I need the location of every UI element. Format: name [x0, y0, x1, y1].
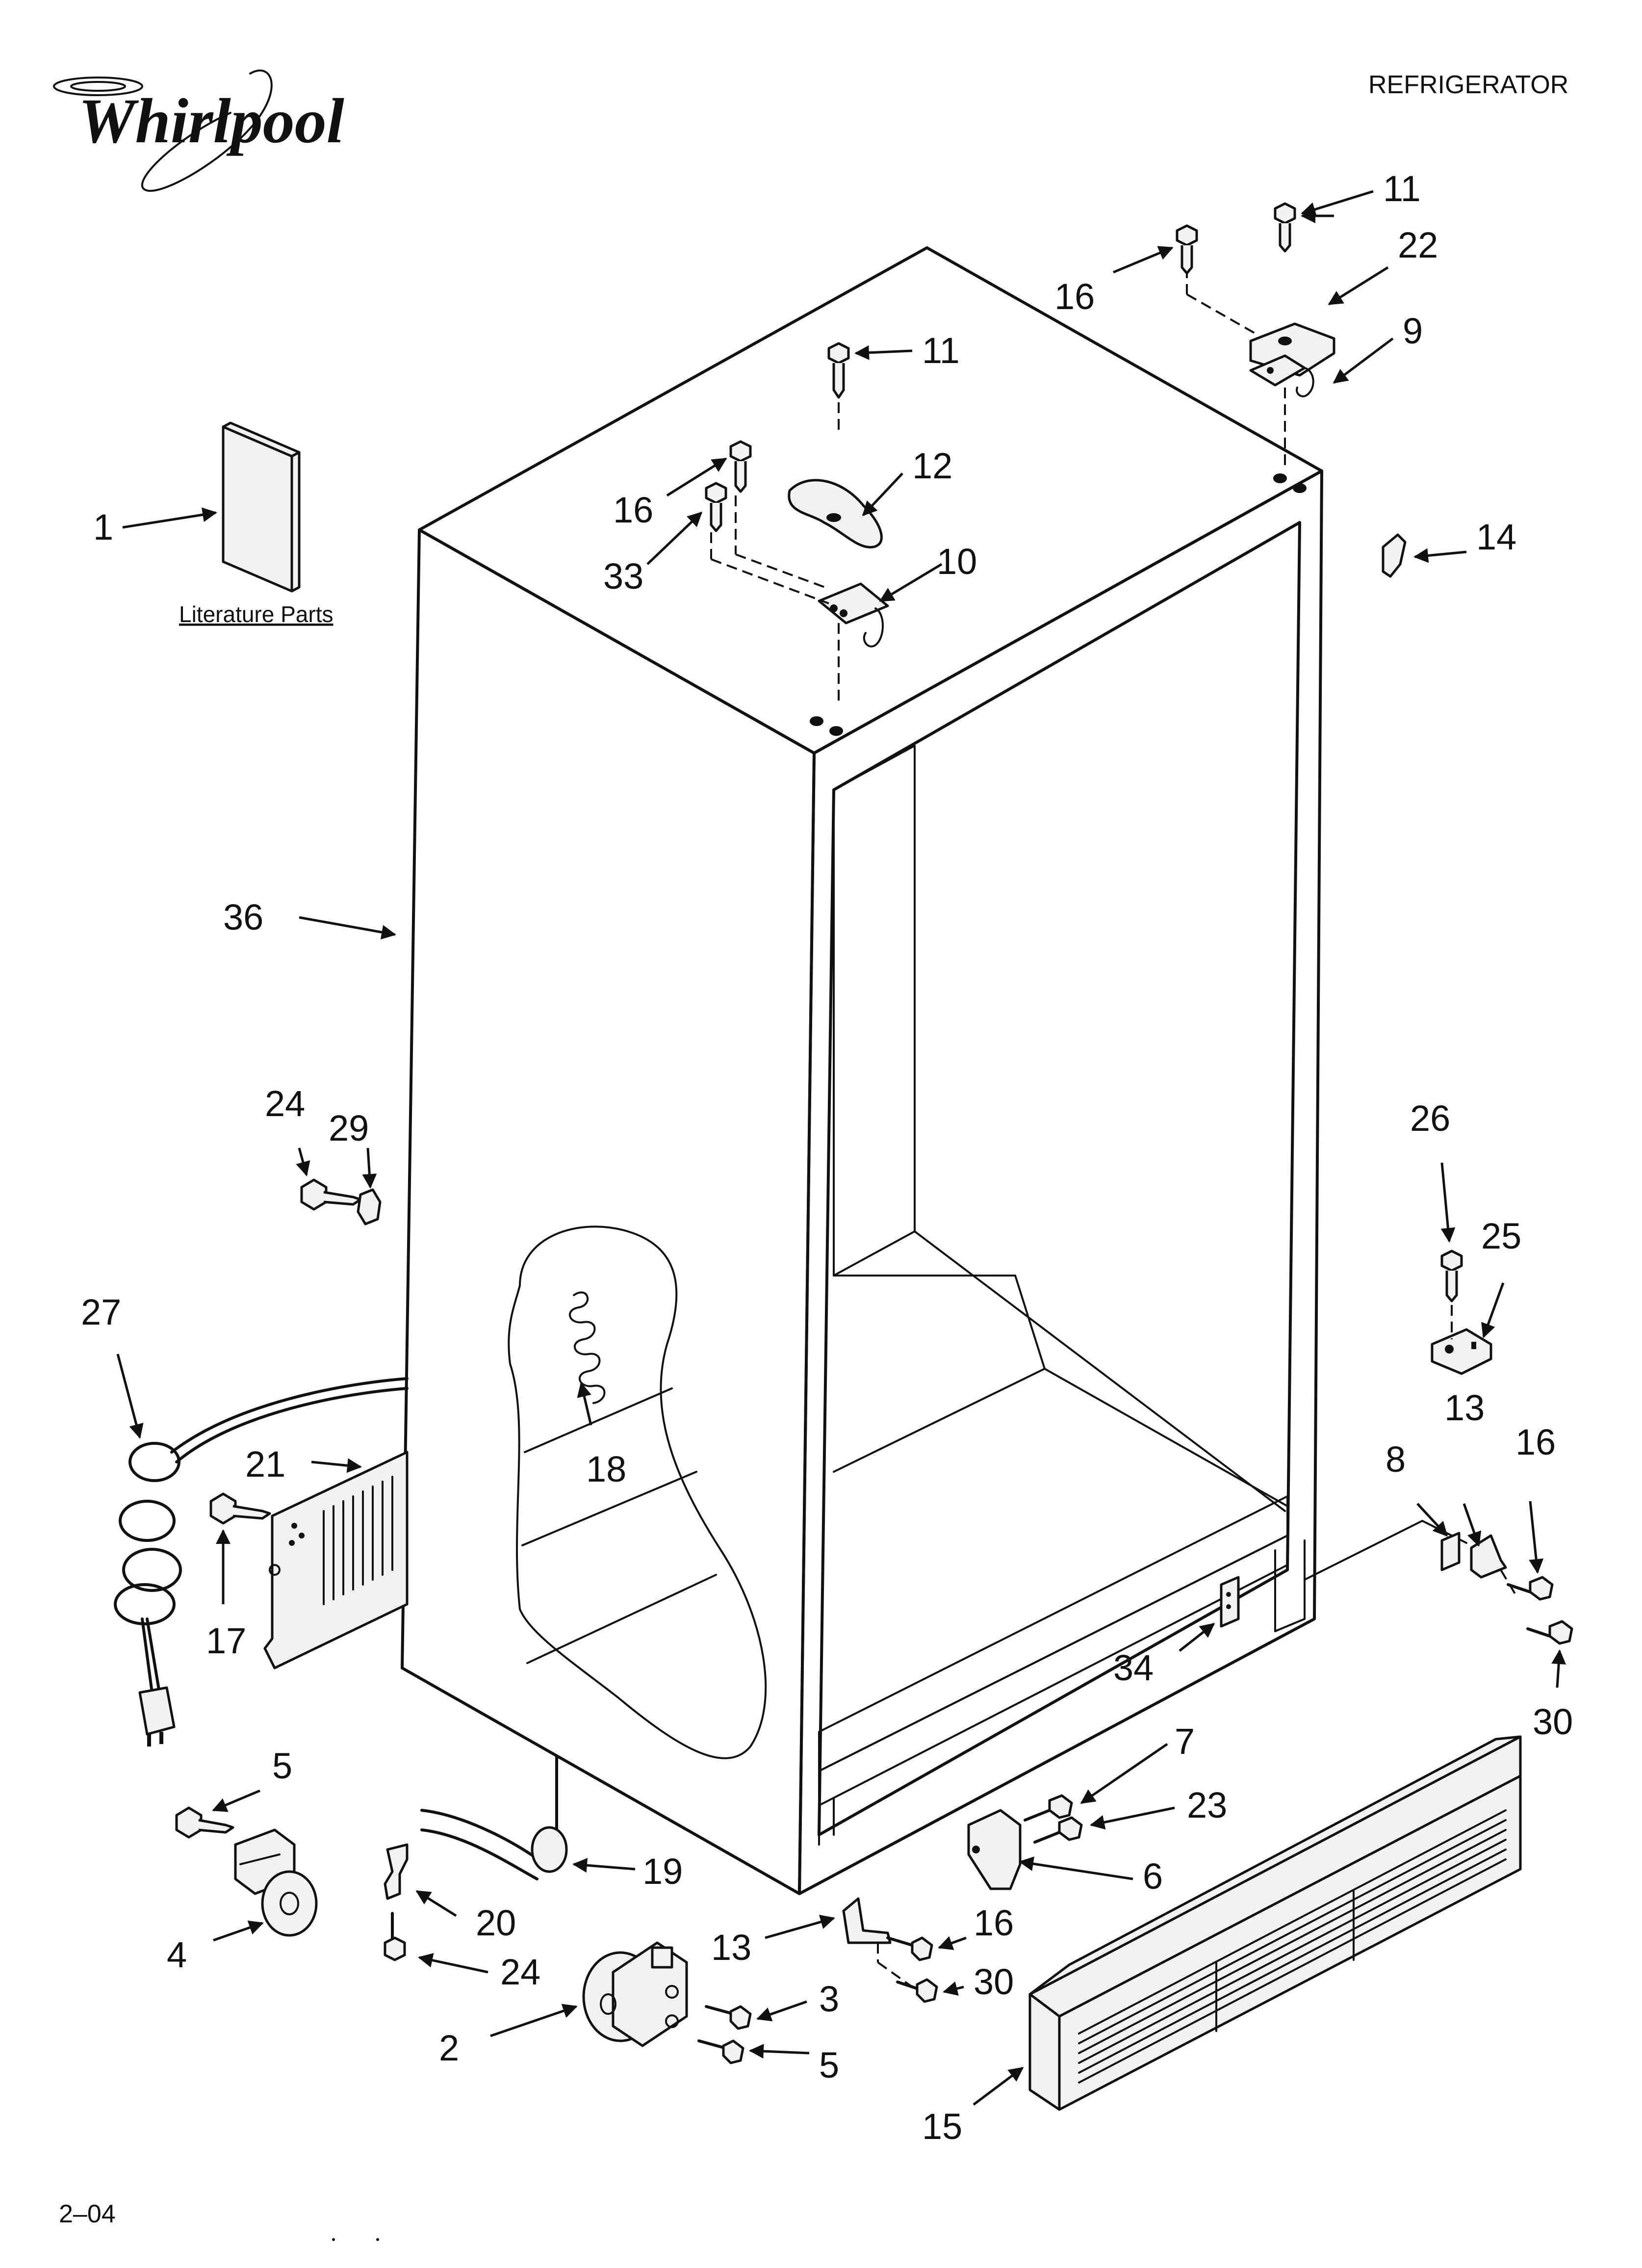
callout-16-top-right: 16: [1054, 276, 1095, 317]
callout-3: 3: [819, 1979, 839, 2019]
screw-26: [1440, 1250, 1463, 1339]
callout-27: 27: [81, 1292, 121, 1332]
screw-30-lower: [896, 1978, 938, 2003]
callout-16-right: 16: [1515, 1422, 1556, 1462]
callout-15: 15: [922, 2106, 962, 2147]
front-roller-2: [582, 1941, 688, 2047]
callout-13-right: 13: [1444, 1387, 1485, 1428]
callout-16-top-left: 16: [613, 490, 653, 530]
whirlpool-logo: Whirlpool: [53, 69, 344, 192]
callout-33: 33: [603, 556, 643, 597]
callout-1: 1: [93, 507, 113, 547]
callout-26: 26: [1410, 1098, 1450, 1139]
screw-3: [705, 2005, 752, 2030]
callout-6: 6: [1143, 1856, 1163, 1897]
callout-8: 8: [1385, 1439, 1406, 1480]
callout-11-right: 11: [1383, 168, 1421, 209]
screw-16-lower: [886, 1936, 933, 1961]
screw-5-left: [175, 1806, 234, 1839]
upper-hinge-right: [1176, 202, 1335, 471]
screw-30-right: [1526, 1620, 1573, 1645]
callout-20: 20: [476, 1903, 516, 1943]
cam-25: [1431, 1328, 1492, 1375]
callout-36: 36: [223, 897, 263, 938]
callout-25: 25: [1481, 1216, 1521, 1256]
section-title: REFRIGERATOR: [1368, 71, 1568, 99]
screw-16-top-right: [1176, 224, 1198, 275]
callout-29: 29: [329, 1108, 369, 1148]
callout-7: 7: [1175, 1721, 1195, 1762]
toe-grille-bracket-6: [967, 1809, 1022, 1890]
callout-24-upper: 24: [265, 1083, 305, 1124]
callout-5-left: 5: [272, 1746, 292, 1786]
electronic-control-board: [263, 1451, 409, 1669]
callout-10: 10: [937, 541, 977, 582]
upper-hinge-left: [705, 342, 889, 706]
clip-29: [357, 1188, 382, 1225]
callout-12: 12: [912, 445, 952, 486]
callout-11-left: 11: [922, 330, 960, 371]
callout-14: 14: [1476, 517, 1516, 557]
screw-11-top-left: [827, 342, 850, 432]
screw-7: [1024, 1794, 1073, 1822]
screw-24-upper: [300, 1178, 362, 1211]
bracket-13-lower: [842, 1897, 913, 1988]
screw-24-lower: [384, 1912, 406, 1961]
screw-33: [705, 482, 727, 532]
refrigerator-cabinet: [401, 246, 1467, 1895]
toe-grille-15: [1028, 1735, 1522, 2111]
leveling-roller-4: [234, 1828, 318, 1937]
scan-speck: [376, 2238, 379, 2241]
callout-24-lower: 24: [500, 1952, 540, 1992]
callout-17: 17: [206, 1620, 246, 1661]
scan-speck: [332, 2238, 335, 2241]
callout-5-lower: 5: [819, 2045, 839, 2086]
callout-labels: 1 11 22 16 9 11 12 16 33 10 14 36 24 29 …: [81, 168, 1573, 2147]
brand-wordmark: Whirlpool: [78, 86, 344, 156]
leader-arrows: [116, 190, 1566, 2106]
callout-19: 19: [642, 1851, 683, 1892]
trim-clip-14: [1382, 533, 1407, 578]
callout-9: 9: [1403, 311, 1423, 351]
screw-17: [209, 1492, 271, 1525]
page-code: 2–04: [59, 2200, 116, 2228]
callout-16-lower: 16: [974, 1903, 1014, 1943]
screw-11-top-right: [1274, 202, 1296, 253]
callout-30-right: 30: [1533, 1701, 1573, 1742]
screw-16-right: [1507, 1576, 1554, 1601]
callout-34: 34: [1113, 1647, 1154, 1688]
callout-2: 2: [439, 2028, 459, 2068]
drain-tube-coil: [568, 1291, 606, 1404]
drain-tube-19: [420, 1755, 568, 1880]
power-cord: [114, 1377, 409, 1747]
bracket-34: [1220, 1576, 1240, 1628]
callout-22: 22: [1398, 225, 1438, 265]
clamp-20: [384, 1843, 409, 1900]
screw-16-top-left: [729, 440, 752, 493]
callout-13-lower: 13: [711, 1927, 751, 1968]
literature-parts-booklet: [222, 421, 301, 593]
callout-4: 4: [167, 1934, 187, 1975]
callout-30-lower: 30: [974, 1961, 1014, 2002]
screw-5-lower: [697, 2039, 744, 2064]
literature-parts-caption: Literature Parts: [179, 601, 333, 627]
callout-23: 23: [1187, 1785, 1227, 1825]
screw-23: [1033, 1816, 1083, 1844]
callout-18: 18: [586, 1449, 626, 1489]
callout-21: 21: [245, 1444, 285, 1485]
